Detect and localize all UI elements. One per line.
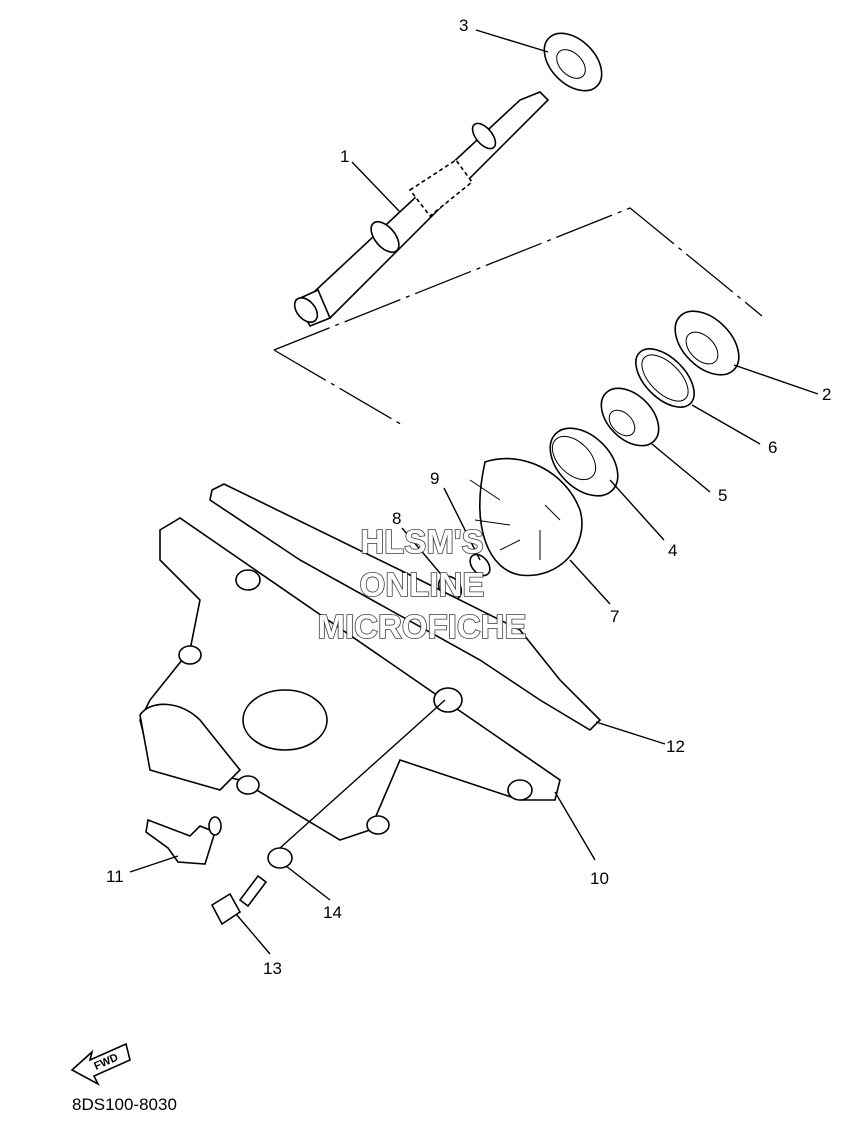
- part-circlip: [635, 348, 695, 408]
- part-bearing-top: [543, 32, 603, 92]
- callout-1: 1: [340, 147, 349, 166]
- callout-4: 4: [668, 541, 677, 560]
- part-seal: [600, 387, 660, 447]
- subassembly-frame: [273, 207, 763, 427]
- callout-10: 10: [590, 869, 609, 888]
- part-bolt: [210, 874, 268, 926]
- part-gasket: [209, 483, 602, 732]
- part-mechanical-seal: [549, 427, 619, 497]
- callout-5: 5: [718, 486, 727, 505]
- part-pump-housing: [139, 517, 561, 841]
- watermark: HLSM'S ONLINE MICROFICHE: [317, 522, 528, 646]
- part-bearing: [674, 310, 740, 376]
- callout-2: 2: [822, 385, 831, 404]
- callout-13: 13: [263, 959, 282, 978]
- callout-12: 12: [666, 737, 685, 756]
- callout-7: 7: [610, 607, 619, 626]
- callout-9: 9: [430, 469, 439, 488]
- part-pipe-fitting: [145, 816, 222, 865]
- watermark-line-2: ONLINE: [360, 566, 485, 603]
- part-impeller: [469, 457, 583, 577]
- watermark-line-1: HLSM'S: [360, 523, 483, 560]
- leader-lines: [129, 29, 819, 955]
- callout-11: 11: [106, 867, 124, 886]
- watermark-line-3: MICROFICHE: [318, 608, 527, 645]
- callout-14: 14: [323, 903, 342, 922]
- part-shaft: [293, 91, 550, 328]
- part-washer: [267, 847, 293, 869]
- callout-6: 6: [768, 438, 777, 457]
- diagram-code: 8DS100-8030: [72, 1095, 177, 1114]
- callout-3: 3: [459, 16, 468, 35]
- callout-8: 8: [392, 509, 401, 528]
- fwd-arrow-icon: FWD: [70, 1042, 131, 1086]
